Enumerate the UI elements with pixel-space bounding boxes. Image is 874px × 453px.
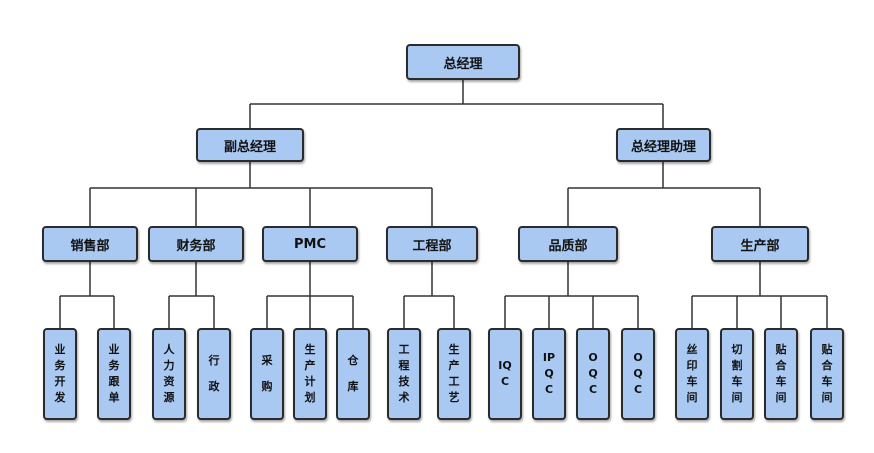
node-oqc-2: OQC [621, 328, 655, 420]
node-gm-assistant: 总经理助理 [616, 128, 711, 162]
node-laminating-workshop-1: 贴合车间 [764, 328, 798, 420]
node-admin: 行政 [197, 328, 231, 420]
node-purchasing: 采购 [250, 328, 284, 420]
node-iqc: IQC [488, 328, 522, 420]
node-business-followup: 业务跟单 [97, 328, 131, 420]
node-cutting-workshop: 切割车间 [720, 328, 754, 420]
node-sales-dept: 销售部 [42, 226, 138, 262]
node-vice-gm: 副总经理 [196, 128, 304, 162]
node-production-dept: 生产部 [711, 226, 809, 262]
node-silkscreen-workshop: 丝印车间 [675, 328, 709, 420]
node-quality-dept: 品质部 [518, 226, 618, 262]
node-ipqc: IPQC [532, 328, 566, 420]
node-business-dev: 业务开发 [43, 328, 77, 420]
node-engineering-dept: 工程部 [386, 226, 478, 262]
node-engineering-tech: 工程技术 [387, 328, 421, 420]
node-production-process: 生产工艺 [437, 328, 471, 420]
node-oqc-1: OQC [576, 328, 610, 420]
node-finance-dept: 财务部 [148, 226, 244, 262]
node-laminating-workshop-2: 贴合车间 [810, 328, 844, 420]
node-production-planning: 生产计划 [293, 328, 327, 420]
node-warehouse: 仓库 [336, 328, 370, 420]
node-pmc-dept: PMC [262, 226, 358, 262]
node-hr: 人力资源 [152, 328, 186, 420]
node-ceo: 总经理 [406, 44, 520, 80]
